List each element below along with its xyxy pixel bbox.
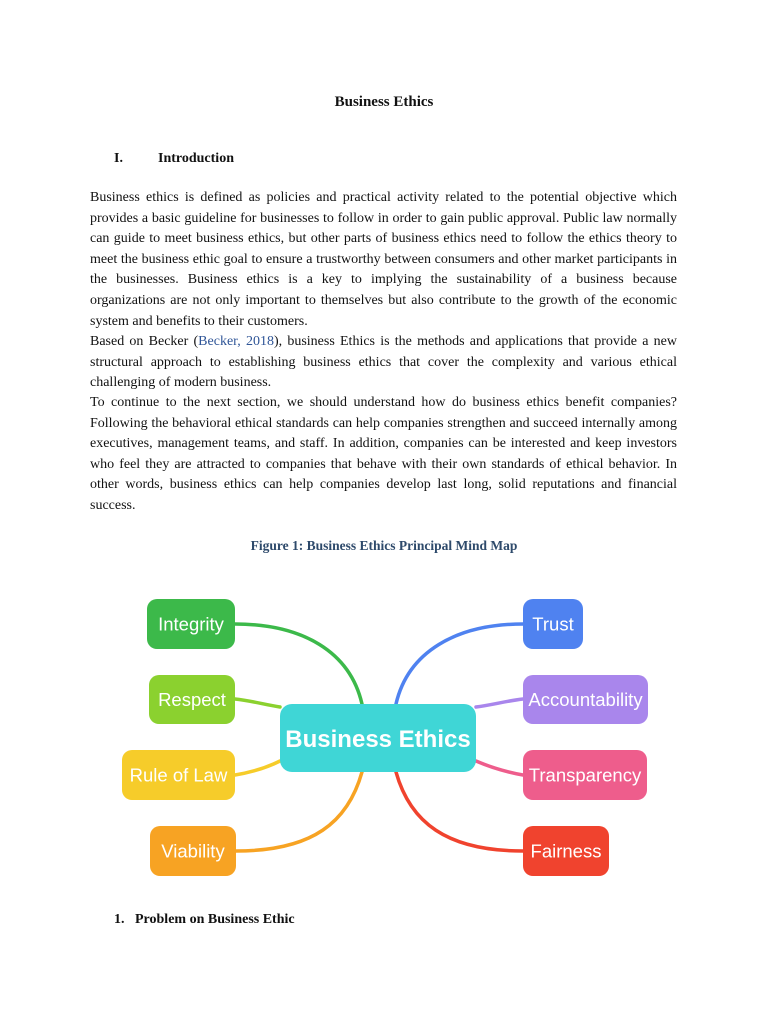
node-rule-of-law-box — [122, 750, 235, 800]
node-trust-box — [523, 599, 583, 649]
connector-integrity — [233, 622, 364, 706]
paragraph-becker: Based on Becker (Becker, 2018), business… — [90, 332, 677, 394]
node-fairness-box — [523, 826, 609, 876]
node-business-ethics-label: Business Ethics — [285, 726, 470, 753]
node-integrity-box — [147, 599, 235, 649]
connector-fairness — [394, 770, 525, 853]
paragraph-definition: Business ethics is defined as policies a… — [90, 190, 677, 329]
paragraph-benefits: To continue to the next section, we shou… — [90, 395, 677, 513]
connector-respect — [233, 697, 282, 709]
paragraph-becker-text-end: ), business Ethics is the methods and ap… — [90, 334, 677, 391]
subsection-heading: 1. Problem on Business Ethic — [114, 912, 295, 928]
section-number: I. — [114, 151, 123, 166]
section-title: Introduction — [158, 151, 234, 166]
connector-rule-of-law — [233, 759, 282, 777]
connector-accountability — [474, 697, 525, 709]
node-business-ethics-box — [280, 704, 476, 772]
node-viability-label: Viability — [161, 841, 225, 862]
node-transparency-box — [523, 750, 647, 800]
node-transparency-label: Transparency — [529, 765, 642, 786]
paragraph-becker-text-start: Based on Becker ( — [90, 334, 199, 349]
connector-viability — [234, 770, 364, 853]
citation-link[interactable]: Becker, 2018 — [198, 334, 274, 349]
node-accountability-box — [523, 675, 648, 724]
subsection-title: Problem on Business Ethic — [135, 912, 295, 927]
subsection-number: 1. — [114, 912, 125, 927]
section-heading-introduction: I. Introduction — [114, 151, 234, 167]
document-title: Business Ethics — [334, 94, 434, 110]
node-respect-label: Respect — [158, 689, 226, 710]
node-respect-box — [149, 675, 235, 724]
node-accountability-label: Accountability — [528, 689, 643, 710]
node-trust-label: Trust — [532, 614, 573, 635]
figure-caption: Figure 1: Business Ethics Principal Mind… — [250, 538, 518, 553]
node-rule-of-law-label: Rule of Law — [130, 765, 228, 786]
node-viability-box — [150, 826, 236, 876]
connector-trust — [394, 622, 525, 706]
node-integrity-label: Integrity — [158, 614, 225, 635]
node-fairness-label: Fairness — [531, 841, 602, 862]
connector-transparency — [474, 759, 525, 777]
